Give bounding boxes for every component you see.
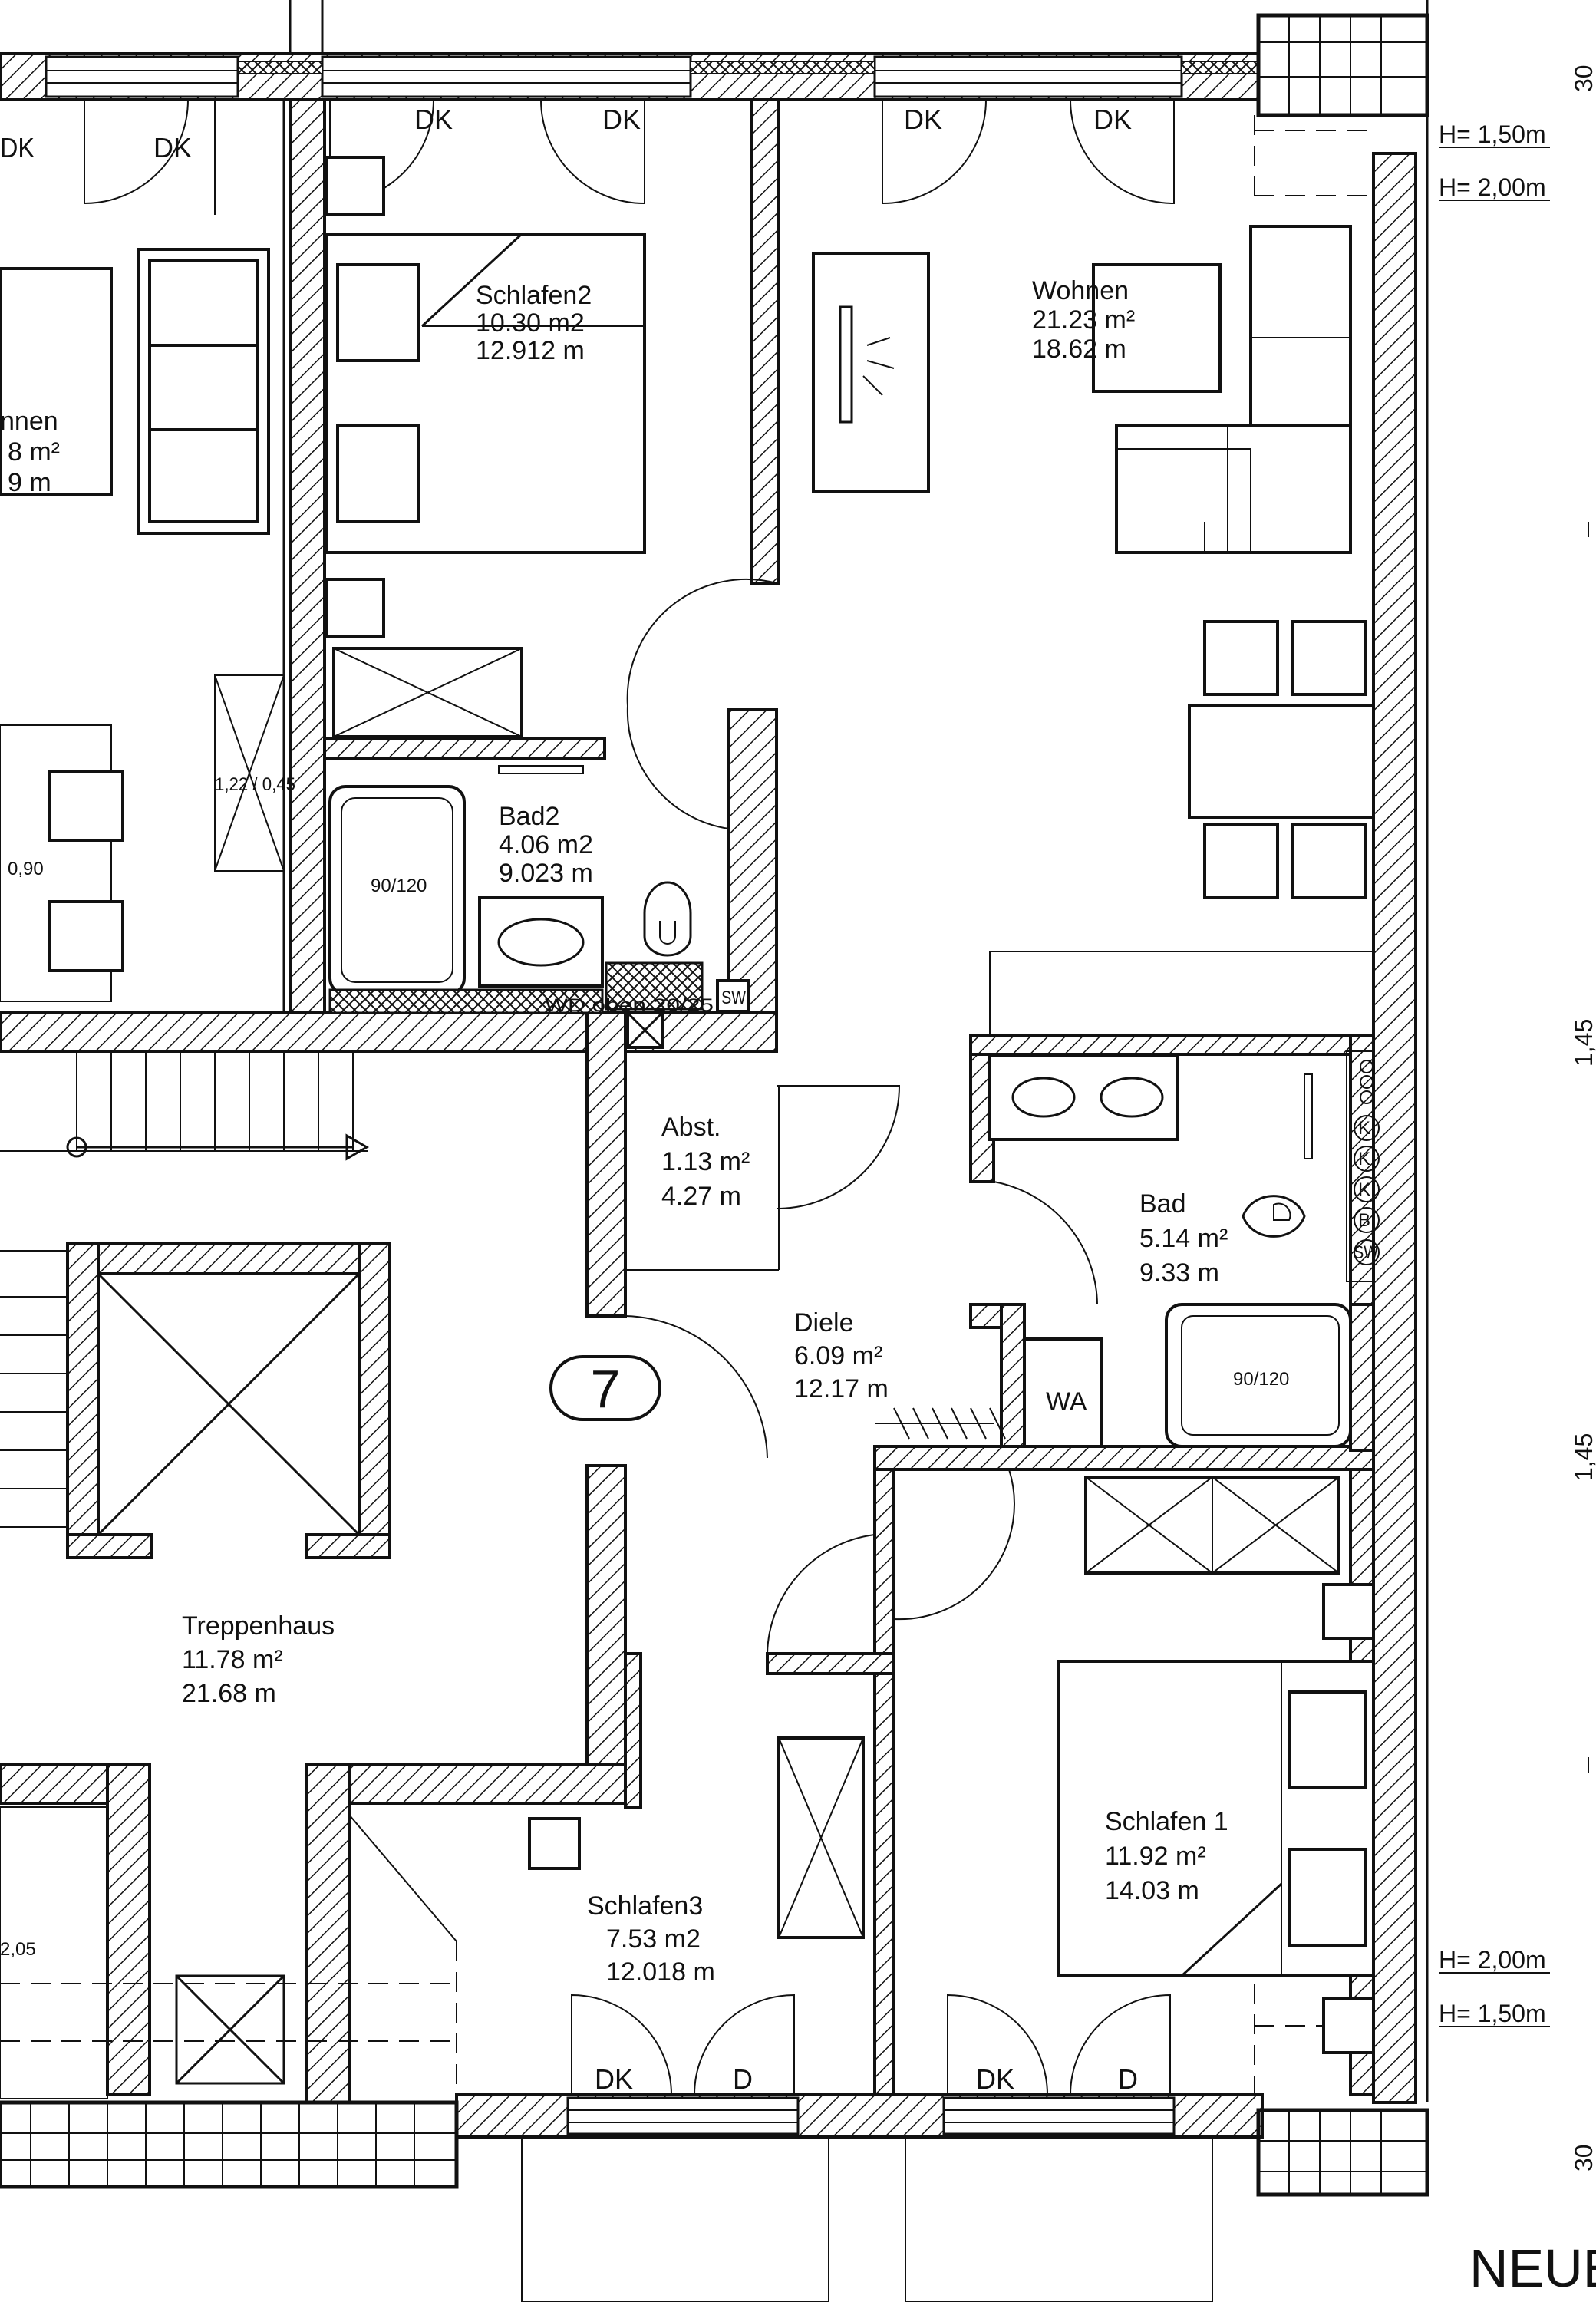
staircase <box>0 1051 370 1528</box>
height-label-3: H= 2,00m <box>1439 1946 1546 1974</box>
installation-symbols <box>1354 1060 1380 1265</box>
window-dim-label: 1,22 / 0,45 <box>215 774 295 795</box>
window-label-dk-5: DK <box>1093 104 1132 135</box>
wohnen-name: Wohnen <box>1032 276 1129 305</box>
window-label-dk-2: DK <box>414 104 453 135</box>
bad2-area: 4.06 m2 <box>499 830 593 859</box>
left-room-perimeter: 9 m <box>8 468 51 497</box>
window-label-dk-4: DK <box>904 104 942 135</box>
window-label-dk-3: DK <box>602 104 641 135</box>
treppenhaus-perimeter: 21.68 m <box>182 1679 276 1708</box>
balcony-railing-bottom-left <box>0 2100 459 2189</box>
install-k-3: K <box>1358 1179 1370 1200</box>
doors <box>84 99 1175 2096</box>
treppenhaus-area: 11.78 m² <box>182 1645 283 1674</box>
schlafen1-name: Schlafen 1 <box>1105 1807 1228 1836</box>
window-label-dk-7: DK <box>976 2063 1014 2095</box>
walls <box>0 0 1429 2139</box>
sw-label: SW <box>721 988 746 1008</box>
corner-label: NEUE <box>1469 2238 1596 2298</box>
balcony-railing-top-right <box>1256 0 1429 117</box>
install-k-1: K <box>1358 1118 1370 1139</box>
wohnen-area: 21.23 m² <box>1032 305 1135 335</box>
install-sw: SW <box>1354 1242 1378 1263</box>
abst-perimeter: 4.27 m <box>661 1182 741 1211</box>
window-labels: DK DK DK DK DK DK DK D DK D <box>0 104 1138 2095</box>
schlafen1-area: 11.92 m² <box>1105 1842 1206 1871</box>
dim-090: 0,90 <box>8 859 44 879</box>
unit-number: 7 <box>591 1359 621 1419</box>
window-label-dk-6: DK <box>595 2063 633 2095</box>
elevator-shaft <box>97 1272 361 1536</box>
shaft-label: WD oben 20/25 <box>545 995 714 1016</box>
left-bottom-room <box>0 1806 108 2099</box>
install-k-2: K <box>1358 1149 1370 1169</box>
tub-left-label: 90/120 <box>371 876 427 896</box>
shaft-box-bottom-left <box>175 1974 285 2085</box>
bottom-right-digit: 30 <box>1570 2144 1596 2172</box>
annotations: 7 WA 90/120 90/120 1,22 / 0,45 0,90 2,05… <box>0 64 1596 2298</box>
bad2-perimeter: 9.023 m <box>499 859 593 888</box>
bad-perimeter: 9.33 m <box>1139 1258 1219 1288</box>
dim-right-2: 1,45 <box>1570 1433 1596 1481</box>
schlafen2-area: 10.30 m2 <box>476 308 585 338</box>
height-label-4: H= 1,50m <box>1439 2000 1546 2027</box>
schlafen2-name: Schlafen2 <box>476 281 592 310</box>
top-right-digit: 30 <box>1570 64 1596 92</box>
dim-right-1: 1,45 <box>1570 1019 1596 1067</box>
install-b: B <box>1358 1210 1370 1231</box>
schlafen3-name: Schlafen3 <box>587 1891 703 1921</box>
schlafen1-perimeter: 14.03 m <box>1105 1876 1199 1905</box>
dim-205: 2,05 <box>0 1939 36 1960</box>
tub-right-label: 90/120 <box>1233 1369 1289 1390</box>
abst-area: 1.13 m² <box>661 1147 750 1176</box>
treppenhaus-name: Treppenhaus <box>182 1611 335 1641</box>
bottom-windows <box>566 2096 1176 2135</box>
balcony-railing-bottom-right <box>1256 2108 1429 2197</box>
wohnen-perimeter: 18.62 m <box>1032 335 1126 364</box>
room-labels: Schlafen2 10.30 m2 12.912 m Wohnen 21.23… <box>0 276 1228 1987</box>
bad-name: Bad <box>1139 1189 1186 1219</box>
unit-number-badge <box>549 1355 661 1421</box>
balcony-slabs-bottom <box>521 2136 1213 2302</box>
wa-label: WA <box>1046 1387 1087 1416</box>
abst-name: Abst. <box>661 1113 721 1142</box>
diele-name: Diele <box>794 1308 853 1337</box>
left-room-area: 8 m² <box>8 437 60 467</box>
window-label-dk-partial: DK <box>0 132 35 163</box>
diele-area: 6.09 m² <box>794 1341 882 1370</box>
left-room-name: nnen <box>0 407 58 436</box>
schlafen3-perimeter: 12.018 m <box>606 1957 715 1987</box>
diele-perimeter: 12.17 m <box>794 1374 889 1403</box>
bad-area: 5.14 m² <box>1139 1224 1228 1253</box>
schlafen2-perimeter: 12.912 m <box>476 336 585 365</box>
window-label-d-2: D <box>1118 2063 1138 2095</box>
bad2-name: Bad2 <box>499 802 559 831</box>
height-label-2: H= 2,00m <box>1439 173 1546 201</box>
schlafen3-area: 7.53 m2 <box>606 1924 701 1954</box>
height-label-1: H= 1,50m <box>1439 120 1546 148</box>
window-label-d-1: D <box>733 2063 753 2095</box>
top-windows <box>45 55 1259 98</box>
furniture <box>0 156 1380 2054</box>
window-label-dk-1: DK <box>153 132 192 163</box>
